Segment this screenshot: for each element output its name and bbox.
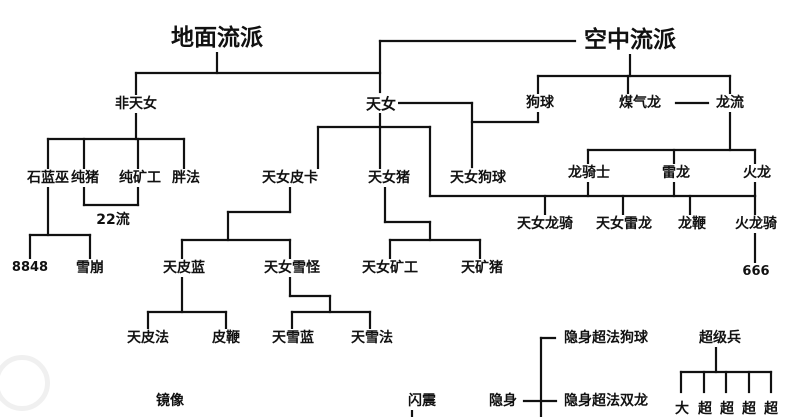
node-sky-yeti: 天女雪怪 xyxy=(262,259,322,277)
node-fire-dragon: 火龙 xyxy=(741,164,773,182)
node-sky-yeti-mage: 天雪法 xyxy=(349,329,395,347)
node-666: 666 xyxy=(740,263,772,281)
node-flash-quake: 闪震 xyxy=(406,392,438,410)
node-avalanche: 雪崩 xyxy=(74,259,106,277)
node-dragon-flow: 龙流 xyxy=(714,94,746,112)
node-super-troops: 超级兵 xyxy=(697,329,743,347)
node-sky-dragon-rider: 天女龙骑 xyxy=(515,215,575,233)
node-sky-pekka-mage: 天皮法 xyxy=(125,329,171,347)
node-gas-dragon: 煤气龙 xyxy=(617,94,663,112)
node-stealth-super-mage-dual-dragon: 隐身超法双龙 xyxy=(562,392,650,410)
node-sky-miner: 天女矿工 xyxy=(360,259,420,277)
node-pure-miner: 纯矿工 xyxy=(117,169,163,187)
node-sky-yeti-blue: 天雪蓝 xyxy=(270,329,316,347)
node-super-char-1: 大 xyxy=(673,400,691,418)
node-dragon-rider: 龙骑士 xyxy=(566,164,612,182)
node-super-char-2: 超 xyxy=(696,400,714,418)
node-dragon-whip: 龙鞭 xyxy=(676,215,708,233)
node-sky-pekka-blue: 天皮蓝 xyxy=(161,259,207,277)
node-sky: 天女 xyxy=(363,95,399,113)
node-sky-balloon: 天女狗球 xyxy=(448,169,508,187)
node-22: 22流 xyxy=(94,211,132,229)
node-stone-blue: 石蓝巫 xyxy=(25,169,71,187)
node-sky-pekka: 天女皮卡 xyxy=(260,169,320,187)
ground-root-title: 地面流派 xyxy=(167,24,267,52)
node-fat-mage: 胖法 xyxy=(170,169,202,187)
node-stealth-super-mage-balloon: 隐身超法狗球 xyxy=(562,329,650,347)
node-sky-thunder-dragon: 天女雷龙 xyxy=(594,215,654,233)
node-pure-pig: 纯猪 xyxy=(69,169,101,187)
node-fire-dragon-rider: 火龙骑 xyxy=(733,215,779,233)
air-root-title: 空中流派 xyxy=(578,26,682,54)
node-8848: 8848 xyxy=(9,259,51,277)
node-sky-miner-pig: 天矿猪 xyxy=(459,259,505,277)
node-mirror: 镜像 xyxy=(154,392,186,410)
node-thunder-dragon: 雷龙 xyxy=(660,164,692,182)
node-super-char-4: 超 xyxy=(740,400,758,418)
node-non-sky: 非天女 xyxy=(113,95,159,113)
node-pekka-whip: 皮鞭 xyxy=(210,329,242,347)
node-super-char-5: 超 xyxy=(762,400,780,418)
node-sky-pig: 天女猪 xyxy=(366,169,412,187)
node-balloon: 狗球 xyxy=(524,94,556,112)
node-stealth: 隐身 xyxy=(487,392,519,410)
node-super-char-3: 超 xyxy=(718,400,736,418)
